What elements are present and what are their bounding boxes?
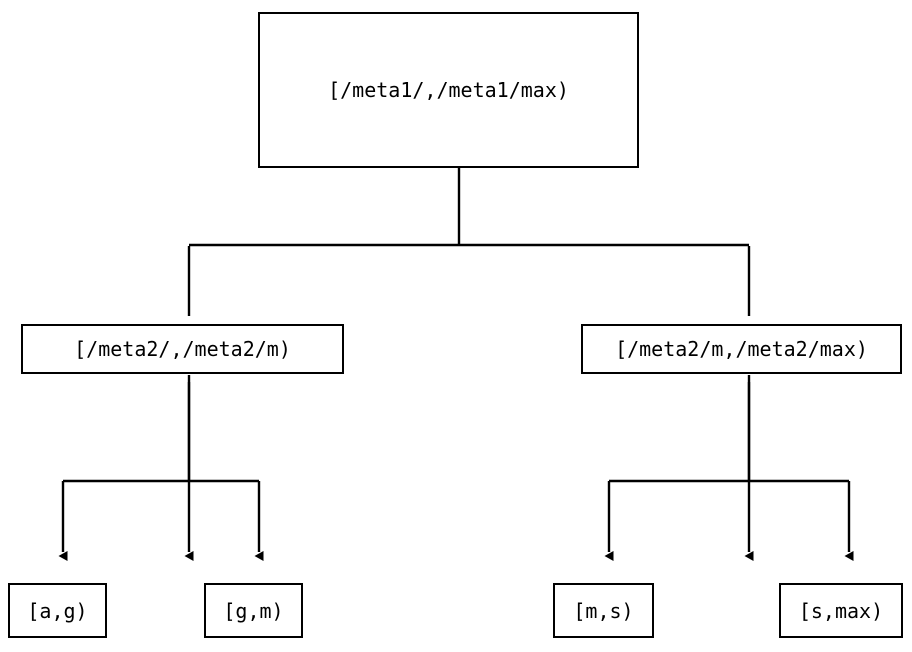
tree-node-leaf-g-m[interactable]: [g,m) <box>204 583 303 638</box>
tree-node-mid-left-label: [/meta2/,/meta2/m) <box>74 337 291 361</box>
tree-node-leaf-s-max[interactable]: [s,max) <box>779 583 903 638</box>
tree-node-mid-left[interactable]: [/meta2/,/meta2/m) <box>21 324 344 374</box>
tree-node-leaf-a-g-label: [a,g) <box>27 598 88 623</box>
connector-midright-to-leaves <box>604 375 854 561</box>
tree-node-leaf-g-m-label: [g,m) <box>223 598 284 623</box>
tree-node-leaf-m-s-label: [m,s) <box>573 598 634 623</box>
connector-midleft-to-leaves <box>58 375 264 561</box>
tree-node-root[interactable]: [/meta1/,/meta1/max) <box>258 12 639 168</box>
tree-node-leaf-s-max-label: [s,max) <box>798 598 884 623</box>
tree-node-leaf-a-g[interactable]: [a,g) <box>8 583 107 638</box>
tree-node-leaf-m-s[interactable]: [m,s) <box>553 583 654 638</box>
tree-node-root-label: [/meta1/,/meta1/max) <box>328 78 569 102</box>
tree-node-mid-right[interactable]: [/meta2/m,/meta2/max) <box>581 324 902 374</box>
tree-node-mid-right-label: [/meta2/m,/meta2/max) <box>615 337 868 361</box>
